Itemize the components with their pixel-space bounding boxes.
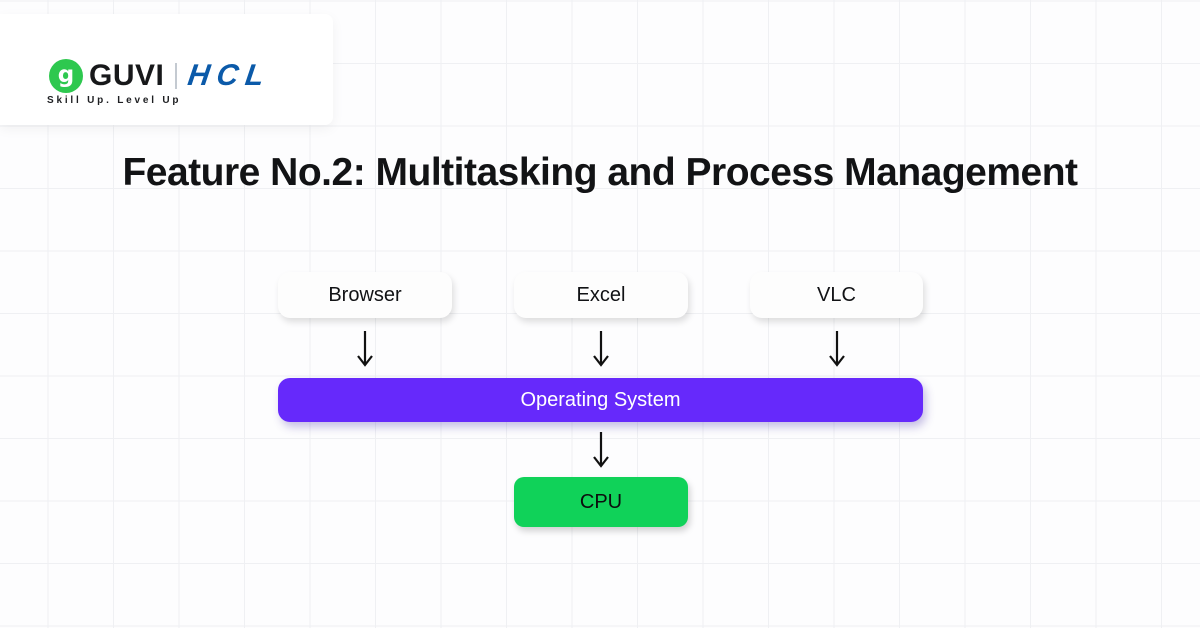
app-node-browser: Browser [278, 272, 452, 318]
brand-divider [175, 63, 178, 89]
cpu-node: CPU [514, 477, 688, 527]
arrow-down-icon [593, 331, 609, 367]
app-node-excel: Excel [514, 272, 688, 318]
page-title: Feature No.2: Multitasking and Process M… [122, 151, 1078, 194]
app-node-label: VLC [817, 283, 856, 306]
guvi-wordmark: GUVI [89, 59, 165, 92]
app-node-label: Browser [328, 283, 402, 306]
arrow-down-icon [357, 331, 373, 367]
arrow-down-icon [593, 432, 609, 468]
brand-header-card: g GUVI HCL Skill Up. Level Up [0, 14, 333, 125]
app-node-vlc: VLC [750, 272, 923, 318]
app-node-label: Excel [576, 283, 626, 306]
os-node: Operating System [278, 378, 923, 422]
guvi-logo-glyph: g [57, 61, 75, 88]
hcl-wordmark: HCL [186, 59, 274, 92]
brand-logo-row: g GUVI HCL [49, 59, 274, 93]
arrow-down-icon [829, 331, 845, 367]
guvi-logo-icon: g [49, 59, 83, 93]
cpu-node-label: CPU [579, 490, 623, 513]
os-node-label: Operating System [520, 388, 681, 411]
brand-tagline: Skill Up. Level Up [47, 95, 182, 106]
